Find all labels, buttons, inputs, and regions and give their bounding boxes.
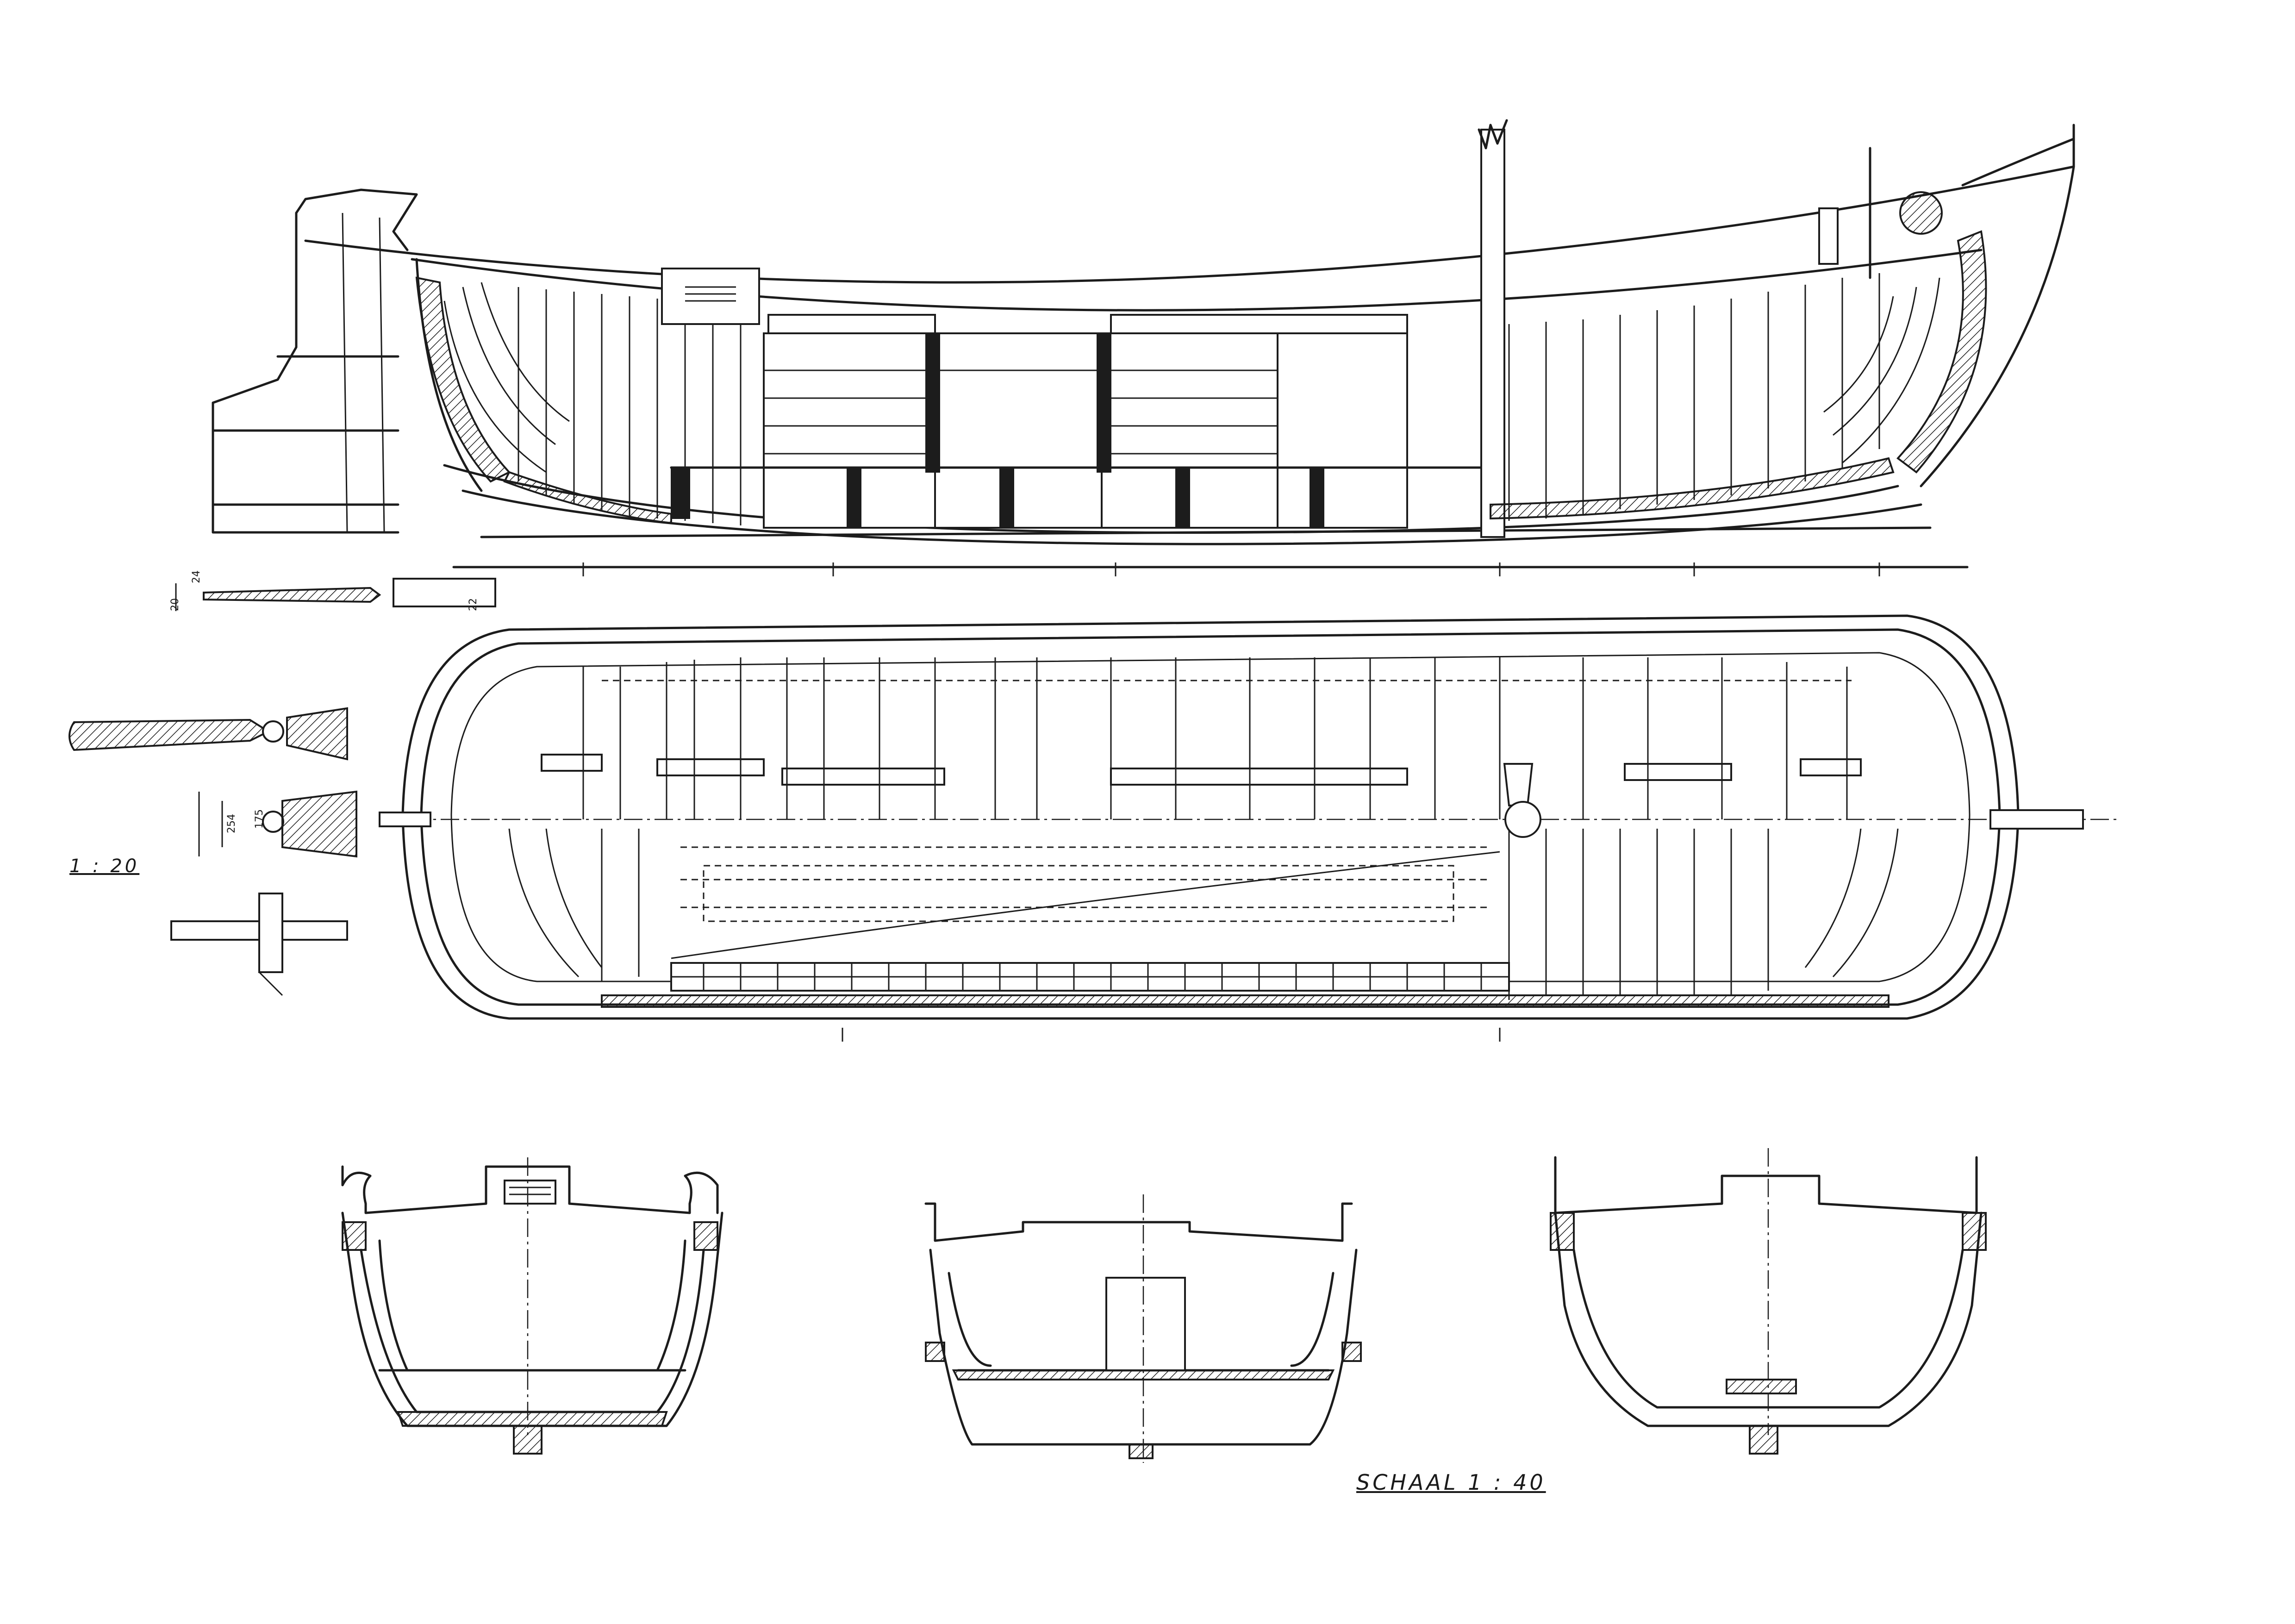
scale-label-main: SCHAAL 1 : 40 [1356,1470,1546,1495]
dimension-label-20: 20 [169,598,181,611]
hawse-pipe [1899,191,1943,235]
mast [1480,129,1505,538]
detail-parts [69,578,496,996]
profile-view [212,119,2075,576]
scale-label-detail: 1 : 20 [69,856,140,877]
cross-section-fwd [1550,1148,1987,1455]
plan-floors [601,962,1890,1008]
plan-view [379,614,2120,1042]
dimension-label-22: 22 [468,598,479,611]
plan-beams [541,657,1862,819]
dimension-label-254: 254 [226,814,237,833]
cargo-holds [670,314,1501,529]
cross-section-aft [341,1157,723,1455]
cross-section-mid [924,1194,1362,1463]
dimension-label-175: 175 [254,809,265,829]
deck-house [661,268,760,325]
dimension-label-24: 24 [191,570,202,583]
profile-frames [518,273,1880,525]
